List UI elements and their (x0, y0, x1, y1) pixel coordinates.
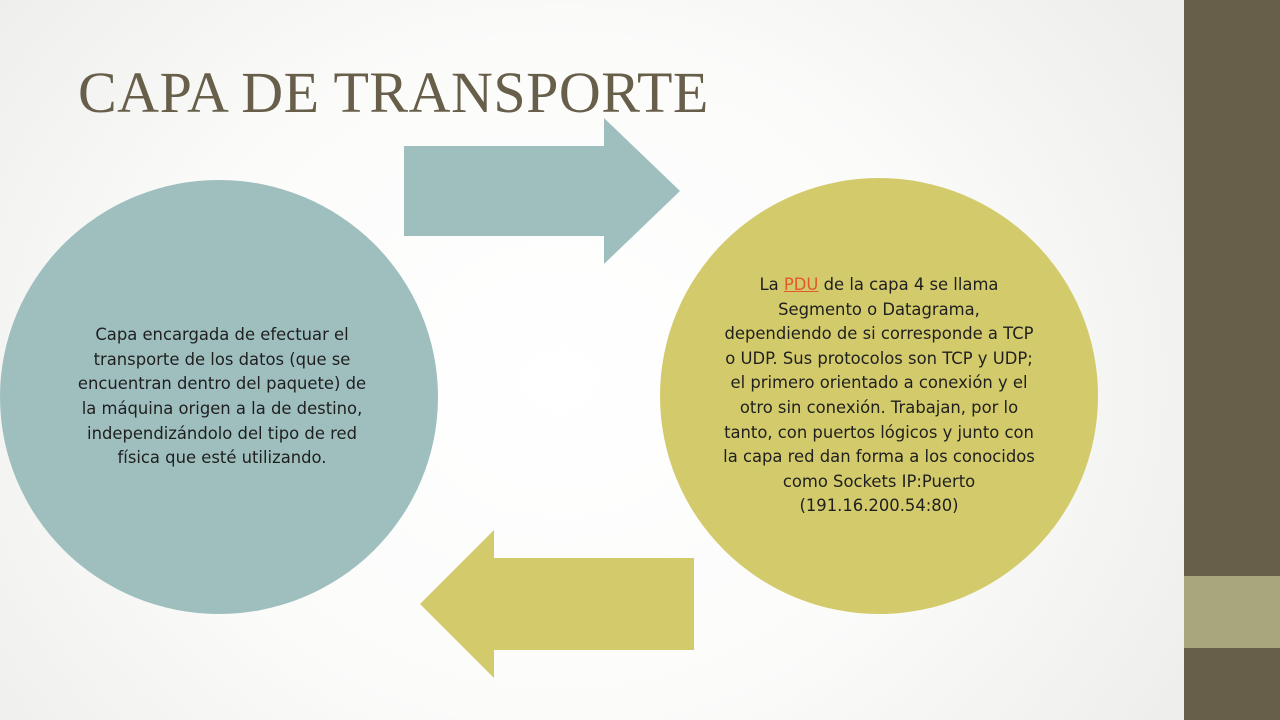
pdu-circle: La PDU de la capa 4 se llama Segmento o … (660, 178, 1098, 614)
pdu-text-body: de la capa 4 se llama Segmento o Datagra… (723, 275, 1035, 516)
pdu-link[interactable]: PDU (783, 275, 819, 295)
pdu-text-intro: La (759, 275, 784, 295)
decorative-side-bar-accent (1184, 576, 1280, 648)
definition-text: Capa encargada de efectuar el transporte… (77, 325, 367, 468)
slide-title: CAPA DE TRANSPORTE (78, 60, 709, 125)
definition-circle: Capa encargada de efectuar el transporte… (0, 180, 438, 614)
arrow-left-icon (420, 530, 694, 678)
arrow-right-icon (404, 118, 680, 264)
pdu-text: La PDU de la capa 4 se llama Segmento o … (722, 273, 1036, 519)
